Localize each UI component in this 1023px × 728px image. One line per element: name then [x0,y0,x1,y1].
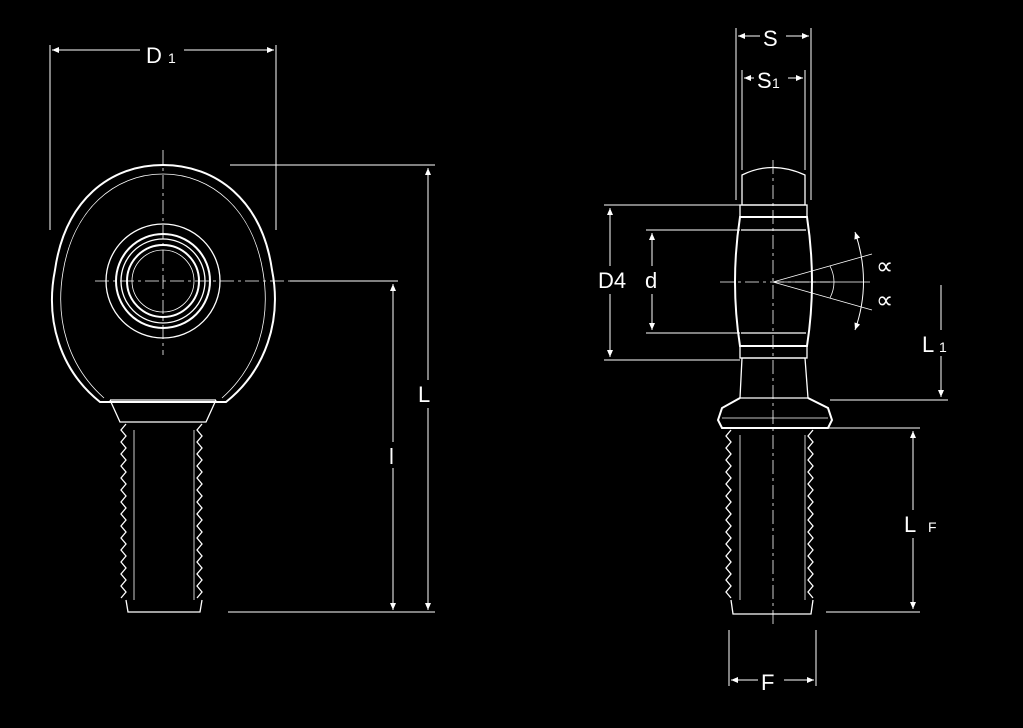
threaded-shank-side [725,429,814,615]
dimension-D1: D 1 [49,40,277,230]
label-S: S [763,26,778,51]
svg-text:F: F [928,519,937,535]
dimension-L1: L 1 [830,285,956,401]
label-alpha-upper: ∝ [876,252,893,280]
svg-text:1: 1 [168,50,176,66]
svg-text:1: 1 [772,75,780,91]
label-LF: L [904,512,916,537]
dimension-F: F [728,630,817,695]
housing-section-top [741,166,806,206]
svg-text:1: 1 [939,339,947,355]
dimension-L: L [230,164,440,610]
rod-end-head-inner-outline [60,173,266,399]
label-d: d [645,268,657,293]
rod-end-head-outline [51,163,276,403]
outer-ring-bottom [739,345,808,359]
dimension-l: l [228,280,435,613]
outer-ring-top [739,204,808,218]
label-L1: L [922,332,934,357]
dimension-LF: L F [826,427,946,613]
label-F: F [761,670,774,695]
label-L: L [418,382,430,407]
dimension-D4: D4 [596,204,740,361]
dimension-S: S [735,24,812,200]
housing-section-bottom [739,357,809,399]
label-D4: D4 [598,268,626,293]
front-view: D 1 L l [49,40,440,613]
rod-end-neck [109,399,217,423]
flange [716,397,834,429]
label-alpha-lower: ∝ [876,286,893,314]
label-D1: D [146,43,162,68]
dimension-S1: S 1 [741,66,806,170]
side-view: S S 1 D4 d ∝ ∝ [596,24,956,695]
label-l: l [389,444,394,469]
label-S1: S [757,68,772,93]
dimension-d: d [643,229,740,334]
threaded-shank-front [120,423,203,613]
